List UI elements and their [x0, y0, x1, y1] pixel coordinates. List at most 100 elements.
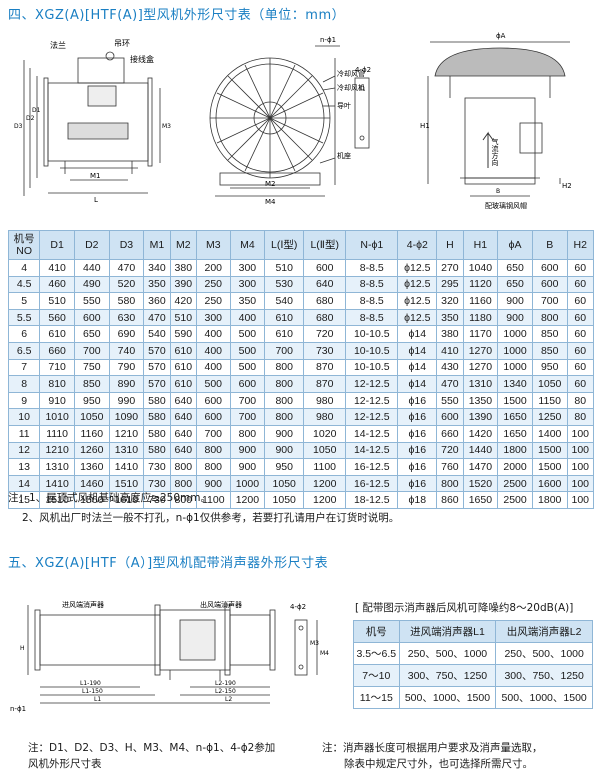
- table-cell: 1310: [108, 441, 145, 460]
- label-flange: 法兰: [50, 40, 66, 50]
- table-cell: 600: [195, 408, 231, 426]
- label-n-phi1: n-ϕ1: [10, 705, 26, 713]
- table-cell: 8: [7, 375, 41, 393]
- table-cell: ϕ12.5: [397, 275, 438, 294]
- label-airflow: 气流方向: [491, 137, 499, 166]
- table-cell: 700: [229, 408, 266, 426]
- column-header: 4-ϕ2: [397, 230, 438, 260]
- table-cell: 750: [73, 358, 110, 377]
- table-cell: 1100: [195, 491, 231, 509]
- table-cell: 1100: [303, 458, 347, 476]
- table-cell: 80: [566, 391, 595, 410]
- table-cell: 295: [436, 275, 464, 294]
- label-base: 机座: [337, 151, 351, 160]
- table-cell: 700: [73, 341, 110, 360]
- table-cell: ϕ16: [397, 458, 438, 476]
- table-cell: 14-12.5: [345, 441, 399, 460]
- table-cell: 1050: [264, 474, 305, 493]
- table-cell: 470: [436, 375, 464, 393]
- table-cell: 100: [566, 491, 595, 509]
- table-cell: 800: [169, 491, 197, 509]
- table-cell: 5: [7, 292, 41, 310]
- table-cell: 600: [303, 259, 347, 277]
- table-cell: 950: [73, 391, 110, 410]
- table-cell: 300: [229, 259, 266, 277]
- table-cell: 950: [531, 358, 568, 377]
- table-cell: 540: [143, 325, 171, 343]
- table-cell: 550: [73, 292, 110, 310]
- table-cell: ϕ16: [397, 474, 438, 493]
- table-cell: 380: [169, 259, 197, 277]
- table-cell: 460: [39, 275, 75, 294]
- label-l2-190: L2-190: [215, 680, 236, 687]
- table-cell: 1200: [229, 491, 266, 509]
- table-cell: 580: [143, 424, 171, 443]
- table-cell: 660: [436, 424, 464, 443]
- table-cell: ϕ12.5: [397, 308, 438, 327]
- table-cell: 60: [566, 292, 595, 310]
- table-cell: 8-8.5: [345, 275, 399, 294]
- muffler-cell: 300、750、1250: [398, 664, 497, 687]
- label-l1-190: L1-190: [80, 680, 101, 687]
- table-cell: 1510: [39, 491, 75, 509]
- table-cell: 900: [229, 458, 266, 476]
- table-cell: 900: [497, 292, 533, 310]
- table-cell: 1260: [73, 441, 110, 460]
- table-cell: 600: [229, 375, 266, 393]
- table-cell: 1340: [497, 375, 533, 393]
- table-cell: ϕ14: [397, 358, 438, 377]
- table-cell: 600: [436, 408, 464, 426]
- label-d1: D1: [32, 107, 41, 114]
- note-2: 2、风机出厂时法兰一般不打孔，n-ϕ1仅供参考，若要打孔请用户在订货时说明。: [22, 512, 400, 524]
- bottom-note-left-line1: 注：D1、D2、D3、H、M3、M4、n-ϕ1、4-ϕ2参加: [28, 742, 276, 754]
- table-cell: ϕ14: [397, 325, 438, 343]
- table-cell: 350: [436, 308, 464, 327]
- column-header: M3: [195, 230, 231, 260]
- table-cell: 560: [39, 308, 75, 327]
- table-cell: 650: [73, 325, 110, 343]
- table-cell: 1610: [108, 491, 145, 509]
- table-cell: 800: [436, 474, 464, 493]
- table-cell: 12-12.5: [345, 375, 399, 393]
- column-header: D3: [108, 230, 145, 260]
- table-cell: 1000: [497, 341, 533, 360]
- table-cell: 60: [566, 375, 595, 393]
- table-cell: 700: [264, 341, 305, 360]
- table-cell: 300: [195, 308, 231, 327]
- table-cell: 610: [39, 325, 75, 343]
- table-cell: 250: [195, 275, 231, 294]
- table-cell: 1440: [462, 441, 499, 460]
- table-cell: 580: [108, 292, 145, 310]
- table-cell: 5.5: [7, 308, 41, 327]
- table-cell: ϕ12.5: [397, 259, 438, 277]
- muffler-cell: 250、500、1000: [398, 642, 497, 665]
- table-cell: 600: [531, 275, 568, 294]
- table-cell: 870: [303, 375, 347, 393]
- label-4-phi2: 4-ϕ2: [290, 603, 306, 611]
- table-cell: 8-8.5: [345, 308, 399, 327]
- label-inlet-muffler: 进风端消声器: [62, 600, 104, 609]
- table-cell: 910: [39, 391, 75, 410]
- table-cell: 570: [143, 358, 171, 377]
- column-header: M4: [229, 230, 266, 260]
- table-cell: 800: [195, 441, 231, 460]
- table-cell: 60: [566, 308, 595, 327]
- label-guide-vane: 导叶: [337, 101, 351, 110]
- table-cell: 1170: [462, 325, 499, 343]
- table-cell: 1150: [531, 391, 568, 410]
- table-cell: 1050: [303, 441, 347, 460]
- table-cell: 1180: [462, 308, 499, 327]
- table-cell: 12: [7, 441, 41, 460]
- table-cell: 510: [264, 259, 305, 277]
- table-cell: 270: [436, 259, 464, 277]
- table-cell: 60: [566, 358, 595, 377]
- table-cell: 730: [303, 341, 347, 360]
